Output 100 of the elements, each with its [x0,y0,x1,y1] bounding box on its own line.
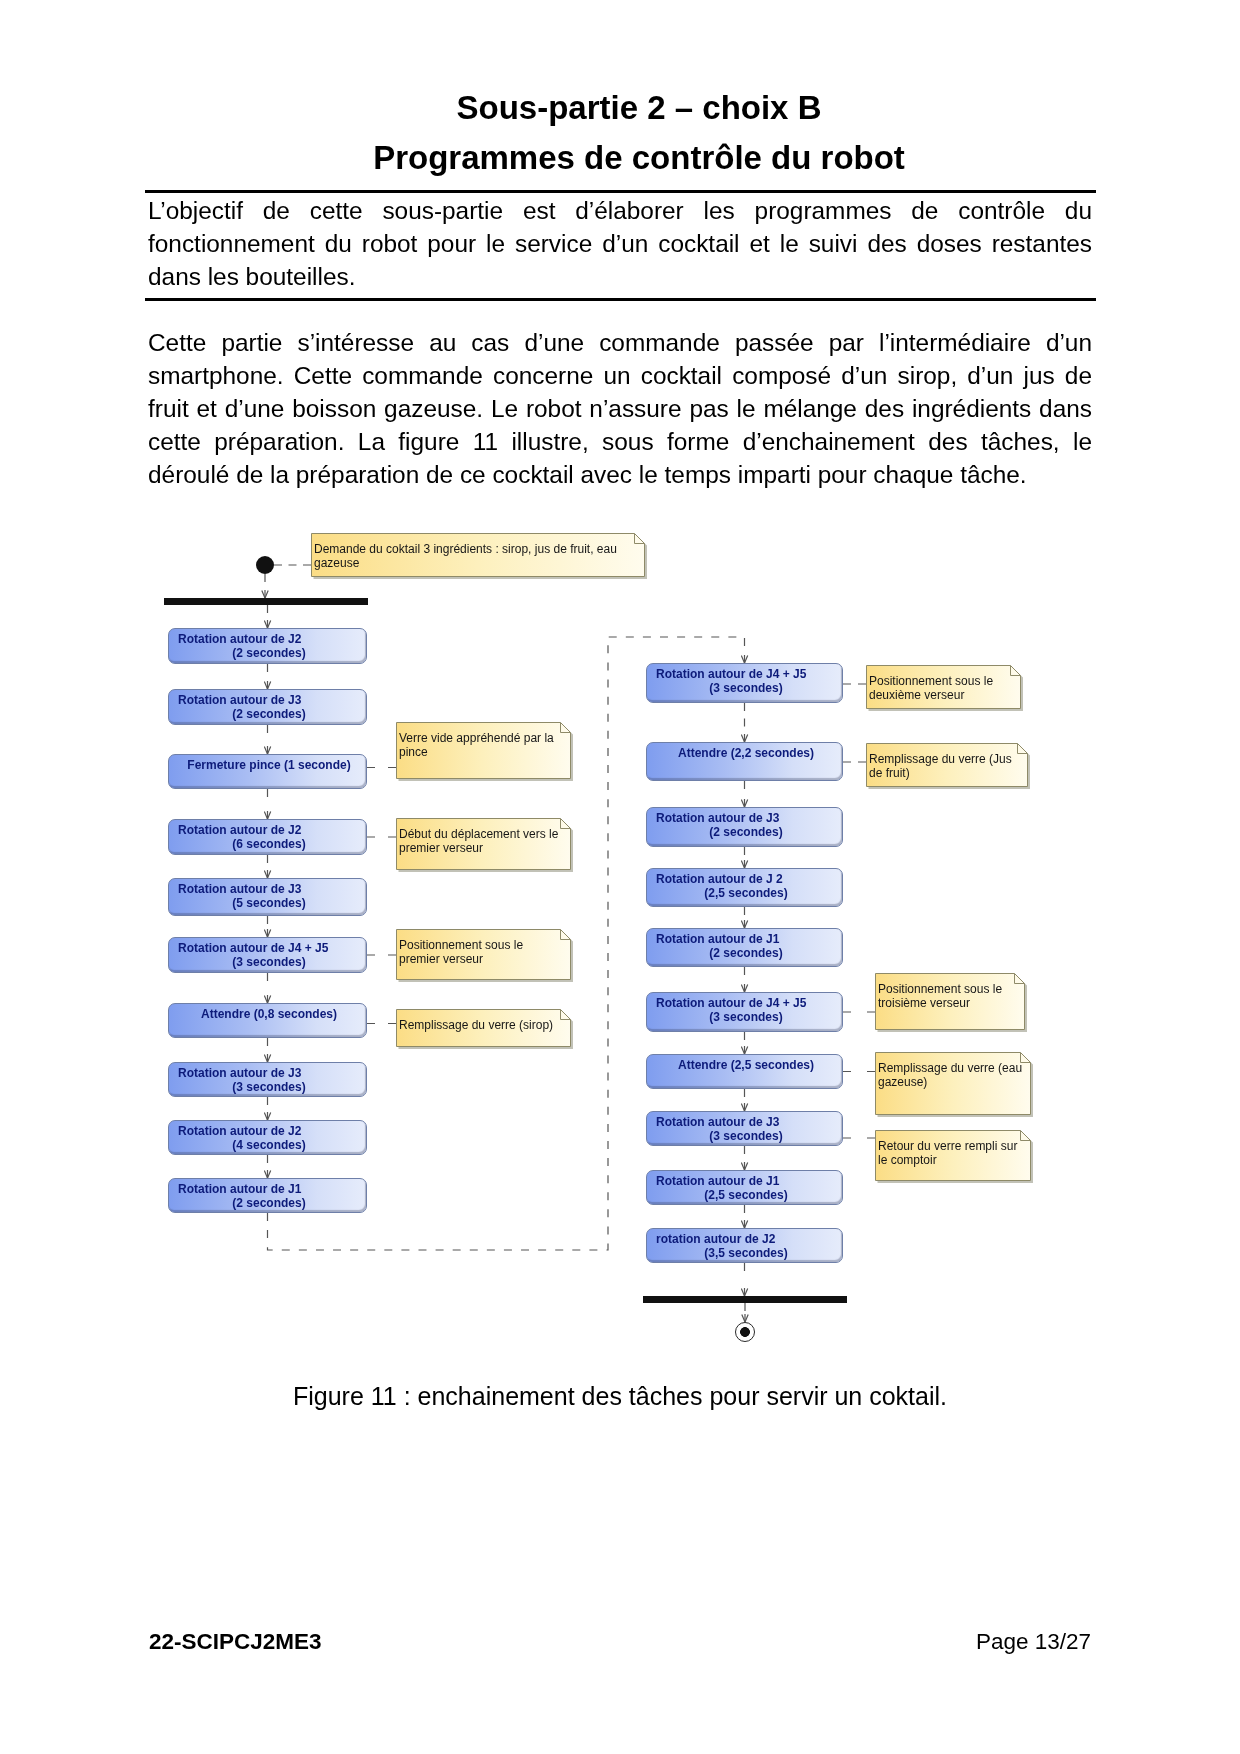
uml-note [866,743,1030,789]
dashed-arrow [263,1096,272,1121]
uml-note [866,665,1023,711]
dashed-line [842,1070,876,1073]
action-box [646,1111,843,1146]
duration-text: (3 secondes) [709,1010,783,1024]
action-text: Rotation autour de J 2 [656,872,783,886]
duration-text: (3 secondes) [709,681,783,695]
duration-text: (4 secondes) [232,1138,306,1152]
action-text: Rotation autour de J3 [178,1066,302,1080]
page-title: Sous-partie 2 – choix B [456,88,822,128]
action-text: Rotation autour de J2 [178,1124,302,1138]
action-text: Rotation autour de J2 [178,823,302,837]
action-box [646,992,843,1032]
action-text: Rotation autour de J3 [178,882,302,896]
uml-note [875,973,1027,1032]
document-reference: 22-SCIPCJ2ME3 [149,1629,322,1655]
action-box [646,807,843,847]
action-box [646,1054,843,1089]
dashed-line [842,1011,876,1013]
duration-text: (2,5 secondes) [704,1188,788,1202]
action-box [168,937,367,973]
uml-note [875,1130,1033,1183]
action-text: Rotation autour de J1 [178,1182,302,1196]
page-subtitle: Programmes de contrôle du robot [373,138,905,178]
note-text: Remplissage du verre (eau gazeuse) [878,1061,1024,1089]
action-box [646,868,843,907]
dashed-line [366,954,397,956]
uml-note [396,818,573,872]
page-number: Page 13/27 [975,1629,1091,1655]
action-box [168,1062,367,1097]
action-box [646,1170,843,1205]
uml-note [311,533,647,579]
dashed-arrow [263,972,272,1004]
dashed-line [842,1137,876,1139]
sync-bar [643,1296,847,1303]
dashed-arrow [740,966,749,993]
action-text: Rotation autour de J3 [656,1115,780,1129]
dashed-arrow [263,724,272,755]
action-text: Fermeture pince (1 seconde) [187,758,351,772]
duration-text: (5 secondes) [232,896,306,910]
duration-text: (2 secondes) [232,1196,306,1210]
duration-text: (2 secondes) [232,646,306,660]
action-box [646,663,843,703]
dashed-line [842,761,867,763]
note-text: Demande du coktail 3 ingrédients : sirop, jus de fruit, eau gazeuse [314,542,618,570]
duration-text: (3,5 secondes) [704,1246,788,1260]
action-text: Attendre (0,8 secondes) [200,1007,337,1021]
note-text: Début du déplacement vers le premier verseur [399,827,560,855]
action-box [168,1003,367,1038]
dashed-arrow [261,573,269,599]
action-text: Rotation autour de J3 [656,811,780,825]
dashed-arrow [741,1302,749,1323]
action-text: Attendre (2,5 secondes) [677,1058,814,1072]
action-box [168,628,367,664]
uml-note [396,1009,573,1049]
duration-text: (2 secondes) [709,825,783,839]
dashed-line [273,564,312,566]
dashed-arrow [263,915,272,938]
action-box [168,689,367,725]
action-box [168,819,367,855]
dashed-arrow [740,1204,749,1229]
action-box [168,878,367,916]
dashed-arrow [263,663,272,690]
final-node [735,1322,755,1342]
duration-text: (3 secondes) [232,1080,306,1094]
dashed-arrow [740,906,749,929]
action-box [168,1178,367,1213]
note-text: Retour du verre rempli sur le comptoir [878,1139,1019,1167]
dashed-arrow [740,780,749,808]
dashed-arrow [740,1088,749,1112]
paragraph: Cette partie s’intéresse au cas d’une commande passée par l’intermédiaire d’un smartphone. Cette commande concerne un cocktail composé d’un sirop, d’un jus de fruit et d’une boisson gazeuse. Le robot n’assure pas le mélange des ingrédients dans cette préparation. La figure 11 illustre, sous forme d’enchainement des tâches, le déroulé de la préparation de ce cocktail avec le temps imparti pour chaque tâche. [148,328,1092,490]
action-box [168,754,367,789]
action-text: Rotation autour de J4 + J5 [178,941,329,955]
dashed-line [366,1022,397,1025]
dashed-arrow [740,1031,749,1055]
note-text: Positionnement sous le premier verseur [399,938,525,966]
initial-node [256,556,274,574]
uml-note [396,929,573,982]
action-box [646,928,843,967]
action-text: Rotation autour de J2 [178,632,302,646]
duration-text: (2 secondes) [709,946,783,960]
dashed-arrow [263,788,272,820]
dashed-line [842,683,867,685]
dashed-arrow [740,846,749,869]
dashed-arrow [740,1145,749,1171]
dashed-arrow [263,604,272,629]
sync-bar [164,598,368,605]
duration-text: (3 secondes) [232,955,306,969]
action-text: Rotation autour de J1 [656,932,780,946]
note-text: Positionnement sous le troisième verseur [878,982,1004,1010]
uml-note [396,722,573,781]
action-text: Rotation autour de J4 + J5 [656,667,807,681]
note-text: Remplissage du verre (sirop) [399,1018,554,1032]
note-text: Positionnement sous le deuxième verseur [869,674,995,702]
dashed-line [366,836,397,838]
action-text: Rotation autour de J4 + J5 [656,996,807,1010]
dashed-arrow [263,1037,272,1063]
action-text: Attendre (2,2 secondes) [677,746,814,760]
dashed-arrow [263,1154,272,1179]
